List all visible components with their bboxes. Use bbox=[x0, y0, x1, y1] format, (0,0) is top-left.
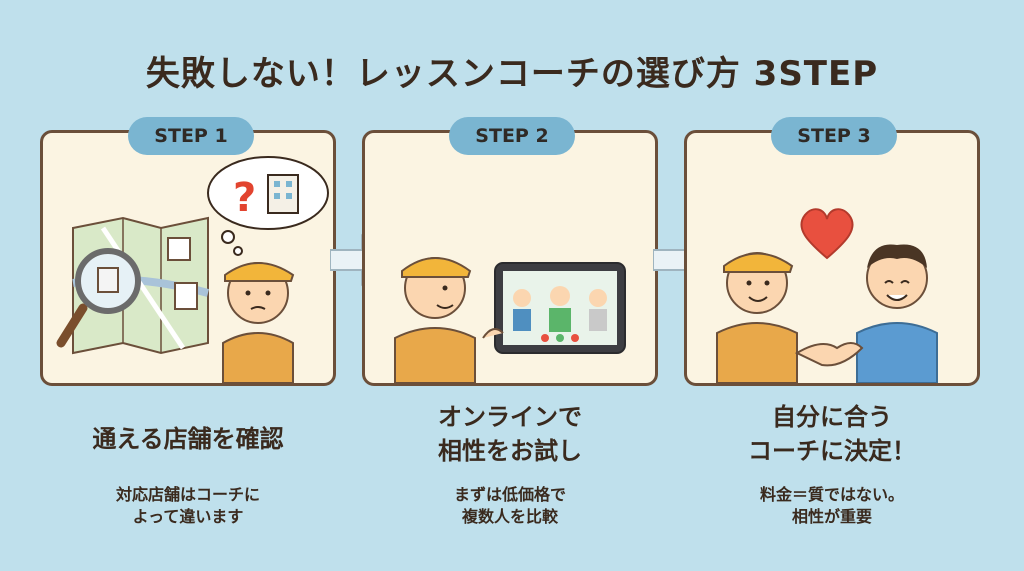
step-3-description: 料金＝質ではない。 相性が重要 bbox=[759, 485, 904, 526]
handshake-icon bbox=[794, 342, 864, 367]
step-2-badge: STEP 2 bbox=[449, 117, 575, 155]
step-1-illustration: ? bbox=[56, 156, 329, 383]
step-1-description: 対応店舗はコーチに よって違います bbox=[115, 485, 260, 526]
step-2-description: まずは低価格で 複数人を比較 bbox=[453, 485, 566, 526]
thought-bubble: ? bbox=[207, 156, 329, 256]
step-2-heading: オンラインで 相性をお試し bbox=[438, 403, 582, 465]
person-icon bbox=[394, 257, 476, 383]
step-3-panel bbox=[684, 130, 980, 386]
student-icon bbox=[856, 244, 938, 383]
person-icon bbox=[222, 262, 295, 383]
step-2-illustration bbox=[394, 257, 626, 383]
step-3-badge: STEP 3 bbox=[771, 117, 897, 155]
step-1-badge: STEP 1 bbox=[128, 117, 254, 155]
step-3-illustration bbox=[716, 208, 938, 383]
question-mark-icon: ? bbox=[233, 175, 256, 221]
heart-icon bbox=[800, 208, 854, 260]
tablet-icon bbox=[482, 262, 626, 354]
coach-icon bbox=[716, 252, 798, 383]
page-title: 失敗しない！レッスンコーチの選び方 3STEP bbox=[145, 54, 879, 94]
step-2-panel bbox=[362, 130, 658, 386]
step-1-panel: ? bbox=[40, 130, 336, 386]
step-1-heading: 通える店舗を確認 bbox=[92, 425, 284, 453]
step-3-heading: 自分に合う コーチに決定！ bbox=[748, 403, 916, 465]
magnifier-icon bbox=[56, 248, 141, 348]
